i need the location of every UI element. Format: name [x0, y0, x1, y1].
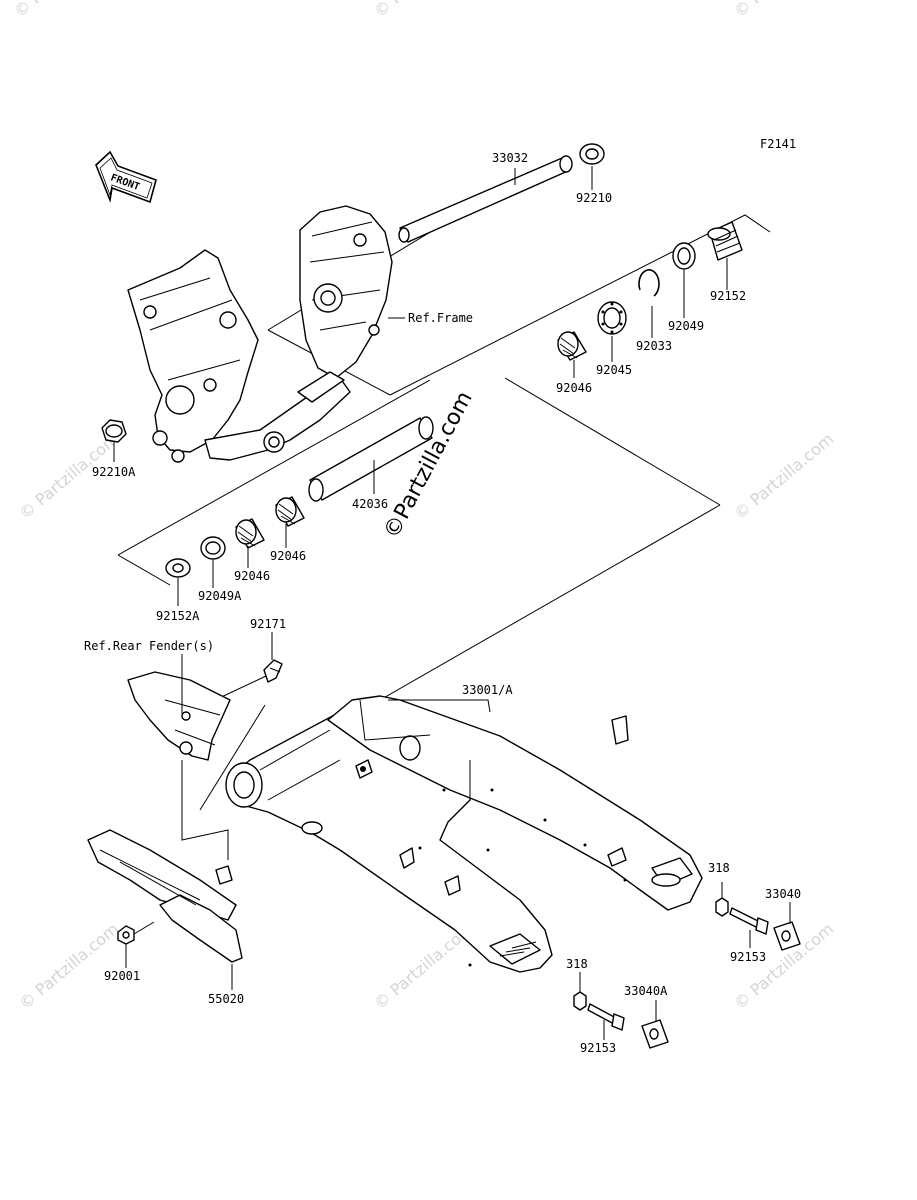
label-ref-frame: Ref.Frame: [408, 311, 473, 325]
sleeve-42036: 42036: [308, 416, 434, 511]
nut-318-low: 318: [566, 957, 588, 1011]
chain-guard-55020: 55020: [87, 829, 244, 1006]
cap-92152a: 92152A: [156, 558, 200, 623]
label-92153-top: 92153: [730, 950, 766, 964]
label-92210: 92210: [576, 191, 612, 205]
collar-92210a: 92210A: [92, 419, 136, 479]
label-92210a: 92210A: [92, 465, 136, 479]
label-92049: 92049: [668, 319, 704, 333]
label-33040: 33040: [765, 887, 801, 901]
label-318-low: 318: [566, 957, 588, 971]
needle-bearing-92046-low: 92046: [234, 518, 270, 583]
needle-bearing-92046-top: 92046: [556, 331, 592, 395]
label-33001a: 33001/A: [462, 683, 513, 697]
adjuster-33040: 33040: [765, 887, 801, 951]
label-92001: 92001: [104, 969, 140, 983]
frame: [127, 205, 393, 463]
watermark: © Partzilla.com: [370, 0, 477, 21]
bolt-92153-top: 92153: [729, 907, 769, 964]
label-92046-low: 92046: [234, 569, 270, 583]
label-92049a: 92049A: [198, 589, 242, 603]
label-92153-low: 92153: [580, 1041, 616, 1055]
pivot-shaft-33032: 33032: [398, 151, 573, 243]
watermark: © Partzilla.com: [730, 429, 837, 523]
front-arrow-icon: FRONT: [95, 150, 157, 204]
swingarm-33001: 33001/A: [225, 683, 703, 973]
label-55020: 55020: [208, 992, 244, 1006]
label-92152: 92152: [710, 289, 746, 303]
label-ref-rear-fender: Ref.Rear Fender(s): [84, 639, 214, 653]
adjuster-33040a: 33040A: [624, 984, 669, 1049]
seal-92049: 92049: [668, 242, 704, 333]
watermark: © Partzilla.com: [730, 0, 837, 21]
label-92046-mid: 92046: [270, 549, 306, 563]
collar-92210: 92210: [576, 143, 612, 205]
nut-92001: 92001: [104, 921, 155, 983]
bolt-92153-low: 92153: [580, 1003, 625, 1055]
watermark-center: ©Partzilla.com: [379, 387, 477, 542]
label-92045: 92045: [596, 363, 632, 377]
nut-318-top: 318: [708, 861, 730, 917]
needle-bearing-92046-mid: 92046: [270, 496, 306, 563]
label-318-top: 318: [708, 861, 730, 875]
label-33032: 33032: [492, 151, 528, 165]
label-92046-top: 92046: [556, 381, 592, 395]
label-42036: 42036: [352, 497, 388, 511]
circlip-92033: 92033: [636, 269, 672, 353]
bearing-92045: 92045: [596, 301, 632, 377]
label-33040a: 33040A: [624, 984, 668, 998]
watermark: © Partzilla.com: [15, 919, 122, 1013]
label-92171: 92171: [250, 617, 286, 631]
cap-92152: 92152: [707, 221, 746, 303]
figure-id: F2141: [760, 137, 796, 151]
watermark: © Partzilla.com: [10, 0, 117, 21]
seal-92049a: 92049A: [198, 536, 242, 603]
clip-92171: 92171: [214, 617, 286, 701]
label-92152a: 92152A: [156, 609, 200, 623]
rear-fender-ref: Ref.Rear Fender(s): [84, 639, 266, 860]
label-92033: 92033: [636, 339, 672, 353]
